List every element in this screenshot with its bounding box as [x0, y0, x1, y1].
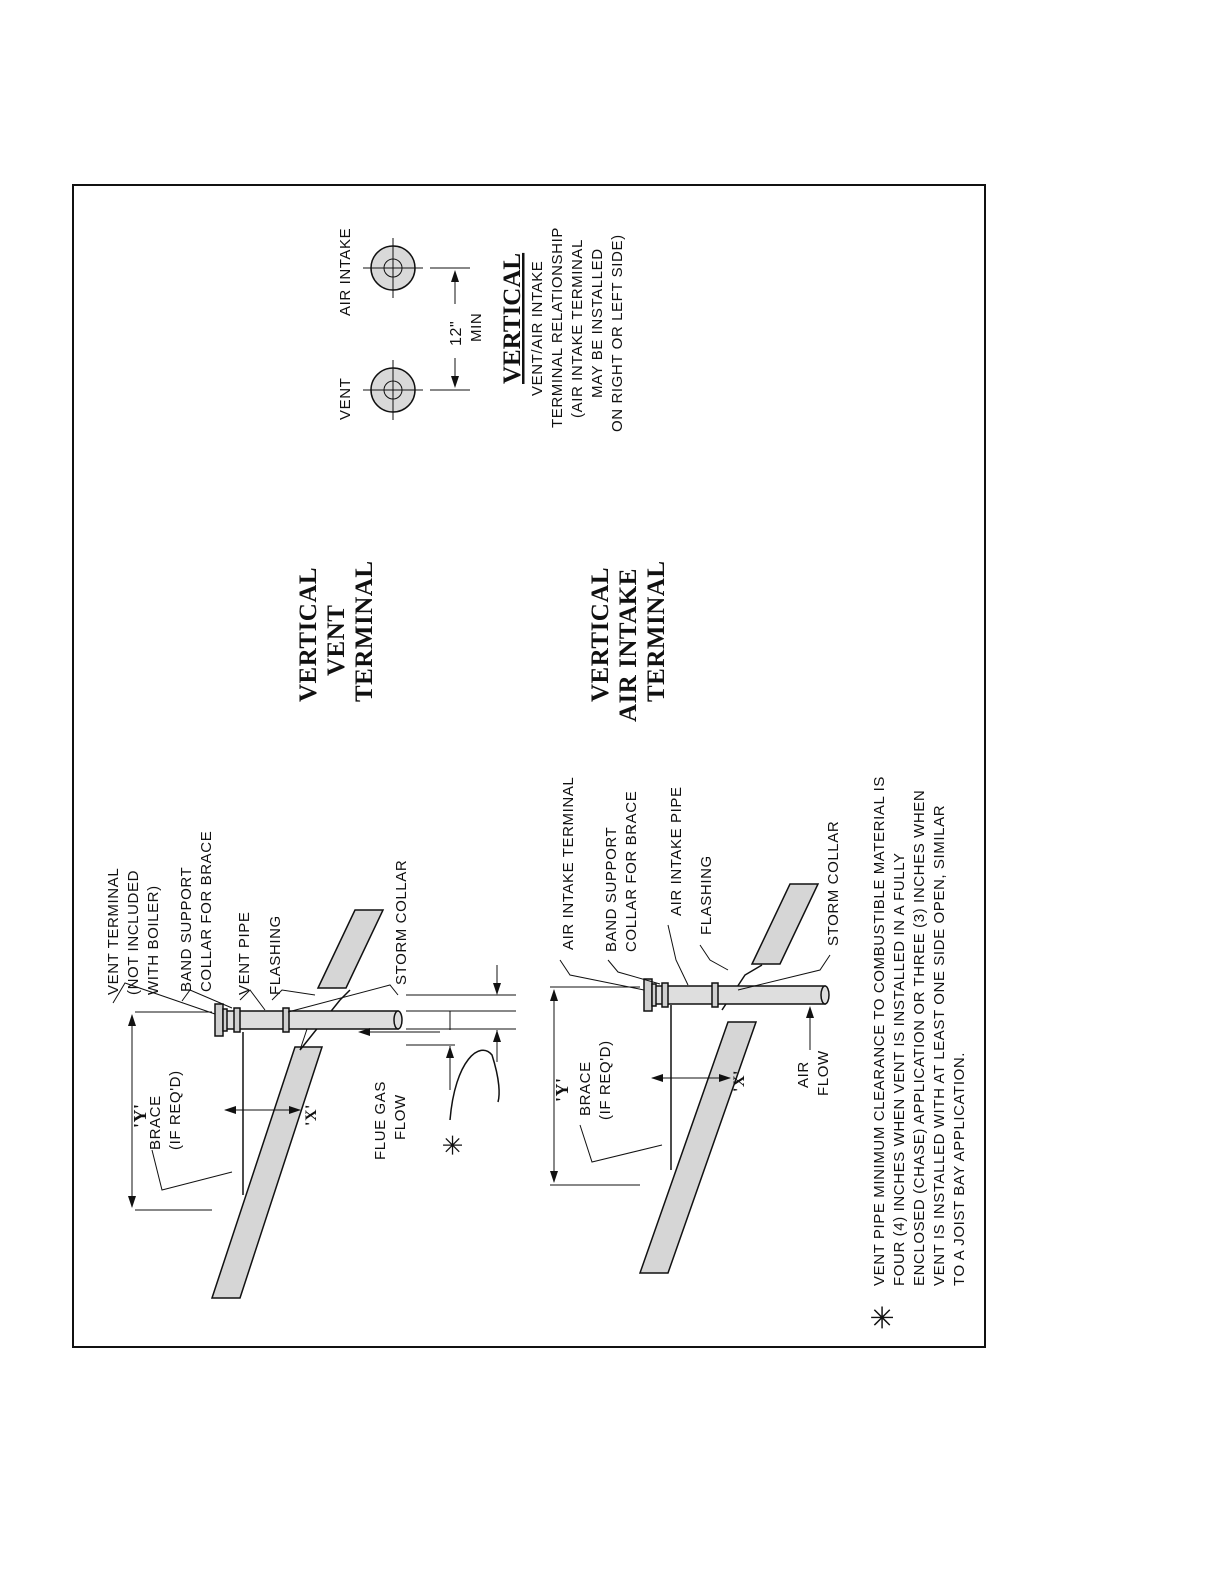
intake-brace-label-1: BRACE: [577, 1061, 594, 1116]
flue-gas-flow-label-2: FLOW: [392, 1094, 409, 1140]
relationship-subtitle-4: MAY BE INSTALLED: [589, 248, 606, 398]
intake-title: VERTICAL AIR INTAKE TERMINAL: [587, 560, 670, 722]
vent-title-line-1: VERTICAL: [295, 567, 322, 702]
air-flow-label-1: AIR: [795, 1061, 812, 1088]
flue-gas-flow-label-1: FLUE GAS: [372, 1081, 389, 1160]
intake-band-support-collar: [661, 982, 669, 1008]
vent-label: VENT: [337, 378, 354, 420]
vent-storm-collar-label: STORM COLLAR: [393, 860, 410, 985]
vent-flashing: [299, 989, 351, 1051]
relationship-title: VERTICAL: [499, 253, 526, 384]
note-line-2: FOUR (4) INCHES WHEN VENT IS INSTALLED I…: [891, 852, 908, 1286]
vent-labels: VENT TERMINAL (NOT INCLUDED WITH BOILER)…: [105, 831, 410, 1160]
vent-title: VERTICAL VENT TERMINAL: [295, 560, 378, 702]
vent-band-support-label-1: BAND SUPPORT: [178, 867, 195, 992]
intake-labels: AIR INTAKE TERMINAL BAND SUPPORT COLLAR …: [560, 777, 842, 1120]
air-flow-label-2: FLOW: [815, 1050, 832, 1096]
vent-roof-deck-upper: [316, 909, 385, 989]
intake-storm-collar-label: STORM COLLAR: [825, 821, 842, 946]
vent-terminal-label-1: VENT TERMINAL: [105, 868, 122, 995]
intake-brace-label-2: (IF REQ'D): [597, 1040, 614, 1120]
intake-title-line-2: AIR INTAKE: [615, 568, 642, 722]
air-intake-pipe: [654, 985, 826, 1005]
intake-flashing-label: FLASHING: [698, 855, 715, 935]
vent-band-support-collar: [233, 1007, 241, 1033]
vent-flashing-label: FLASHING: [267, 915, 284, 995]
note-line-5: TO A JOIST BAY APPLICATION.: [951, 1052, 968, 1286]
note-line-1: VENT PIPE MINIMUM CLEARANCE TO COMBUSTIB…: [871, 776, 888, 1286]
intake-roof-deck-upper: [750, 883, 820, 965]
note-asterisk: ✳: [867, 1304, 900, 1330]
intake-dim-y-label: 'Y': [552, 1077, 572, 1102]
vent-brace-label-2: (IF REQ'D): [167, 1070, 184, 1150]
note-line-4: VENT IS INSTALLED WITH AT LEAST ONE SIDE…: [931, 805, 948, 1286]
relationship-subtitle-1: VENT/AIR INTAKE: [529, 261, 546, 396]
relationship-labels: VENT AIR INTAKE 12" MIN: [337, 228, 485, 420]
vent-title-line-2: VENT: [323, 605, 350, 676]
intake-storm-collar: [711, 982, 719, 1008]
vent-title-line-3: TERMINAL: [351, 560, 378, 702]
intake-title-line-3: TERMINAL: [643, 560, 670, 702]
distance-min: MIN: [468, 313, 485, 342]
air-intake-terminal-label: AIR INTAKE TERMINAL: [560, 777, 577, 950]
vent-brace-label-1: BRACE: [147, 1095, 164, 1150]
relationship-subtitle-3: (AIR INTAKE TERMINAL: [569, 239, 586, 418]
air-intake-terminal-diagram: [550, 883, 831, 1274]
intake-roof-deck: [638, 1021, 758, 1274]
relationship-subtitle-5: ON RIGHT OR LEFT SIDE): [609, 234, 626, 432]
vent-dim-x-label: 'X': [303, 1104, 320, 1126]
air-intake-label: AIR INTAKE: [337, 228, 354, 316]
relationship-diagram: [363, 238, 472, 420]
vent-storm-collar: [282, 1007, 290, 1033]
vent-dim-y-label: 'Y': [130, 1103, 150, 1128]
vent-pipe-label: VENT PIPE: [236, 912, 253, 995]
vent-band-support-label-2: COLLAR FOR BRACE: [198, 831, 215, 992]
intake-dim-x-label: 'X': [731, 1070, 748, 1092]
vent-terminal-cap: [214, 1003, 224, 1037]
vent-asterisk: ✳: [438, 1134, 468, 1156]
relationship-subtitle-2: TERMINAL RELATIONSHIP: [549, 227, 566, 428]
note-line-3: ENCLOSED (CHASE) APPLICATION OR THREE (3…: [911, 790, 928, 1286]
vent-terminal-label-3: WITH BOILER): [145, 885, 162, 995]
diagram-frame: [72, 184, 986, 1348]
distance-value: 12": [448, 321, 465, 346]
vent-pipe: [225, 1010, 399, 1030]
vent-terminal-label-2: (NOT INCLUDED: [125, 870, 142, 995]
air-intake-terminal-cap: [643, 978, 653, 1012]
intake-band-support-label-1: BAND SUPPORT: [603, 827, 620, 952]
air-intake-pipe-label: AIR INTAKE PIPE: [668, 786, 685, 916]
vent-terminal-diagram: [112, 909, 516, 1299]
intake-title-line-1: VERTICAL: [587, 567, 614, 702]
intake-band-support-label-2: COLLAR FOR BRACE: [623, 791, 640, 952]
relationship-subtitle: VENT/AIR INTAKE TERMINAL RELATIONSHIP (A…: [529, 227, 626, 432]
note-text: VENT PIPE MINIMUM CLEARANCE TO COMBUSTIB…: [871, 776, 968, 1286]
